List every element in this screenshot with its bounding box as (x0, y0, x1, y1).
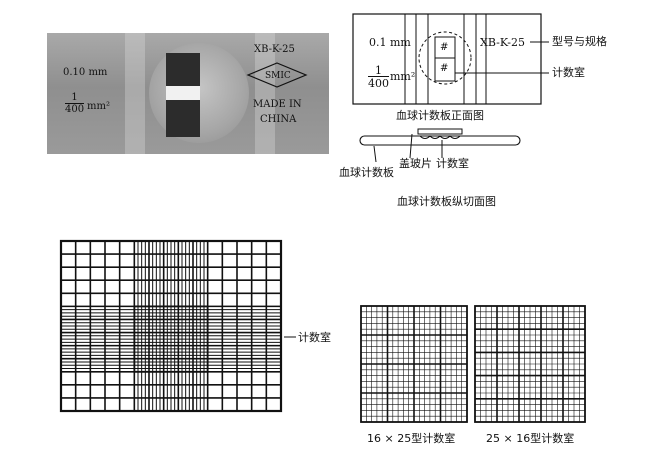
section-chamber-label: 计数室 (436, 157, 469, 170)
section-plate-label: 血球计数板 (339, 166, 394, 179)
front-hash-bottom: # (440, 63, 449, 74)
grid-25x16-caption: 25 × 16型计数室 (486, 432, 575, 445)
grid-16x25-caption: 16 × 25型计数室 (367, 432, 456, 445)
photo-area-num: 1 (71, 92, 78, 103)
front-view-caption: 血球计数板正面图 (396, 109, 484, 122)
section-view-caption: 血球计数板纵切面图 (397, 195, 496, 208)
hemocytometer-photo: 0.10 mm 1 400 mm² XB-K-25 SMIC MADE IN C… (47, 33, 329, 154)
photo-area-den: 400 (65, 103, 85, 115)
front-area-unit: mm² (390, 70, 416, 83)
photo-made-in: MADE IN (253, 99, 302, 110)
photo-area-unit: mm² (87, 101, 110, 112)
section-cover-label: 盖玻片 (399, 157, 432, 170)
photo-stripe (255, 33, 275, 154)
callout-chamber-front: 计数室 (552, 66, 585, 79)
smic-logo-text: SMIC (265, 71, 291, 81)
large-counting-grid (59, 239, 283, 413)
photo-china: CHINA (260, 114, 297, 125)
photo-area-fraction: 1 400 (65, 92, 85, 115)
grid-16x25 (360, 305, 468, 423)
photo-model: XB-K-25 (254, 44, 295, 55)
front-area-den: 400 (368, 76, 389, 90)
grid-25x16 (474, 305, 586, 423)
photo-stripe (125, 33, 145, 154)
big-grid-callout: 计数室 (298, 331, 331, 344)
photo-chamber-bright (166, 86, 200, 100)
front-area-num: 1 (375, 64, 382, 77)
front-model: XB-K-25 (480, 36, 525, 49)
front-area-fraction: 1 400 (368, 65, 389, 89)
callout-model-spec: 型号与规格 (552, 35, 607, 48)
front-hash-top: # (440, 42, 449, 53)
photo-depth: 0.10 mm (63, 67, 108, 78)
front-depth: 0.1 mm (369, 36, 411, 49)
grid-border (133, 305, 209, 373)
smic-logo-diamond (246, 62, 308, 88)
